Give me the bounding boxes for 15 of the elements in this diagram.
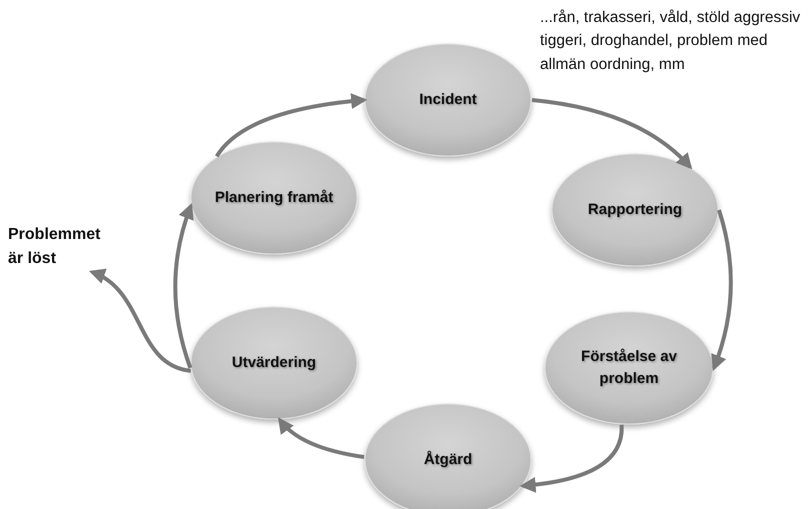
node-label: Åtgärd: [424, 450, 472, 470]
example-note: ...rån, trakasseri, våld, stöld aggressiv tiggeri, droghandel, problem med allmän oordning, mm: [540, 8, 802, 74]
cycle-arrow: [278, 417, 364, 459]
cycle-arrow: [710, 209, 733, 371]
outcome-label: Problemmet är löst: [8, 225, 102, 269]
node-label: Förståelse av problem: [580, 347, 678, 389]
cycle-arrow: [520, 424, 624, 493]
node-label: Utvärdering: [232, 353, 316, 374]
cycle-arrow: [173, 202, 194, 369]
node-label: Incident: [419, 90, 477, 110]
cycle-arrow: [215, 93, 368, 158]
node-label: Planering framåt: [214, 188, 334, 208]
cycle-arrow: [89, 270, 192, 373]
node-label: Rapportering: [588, 200, 682, 220]
cycle-arrow: [532, 98, 692, 170]
